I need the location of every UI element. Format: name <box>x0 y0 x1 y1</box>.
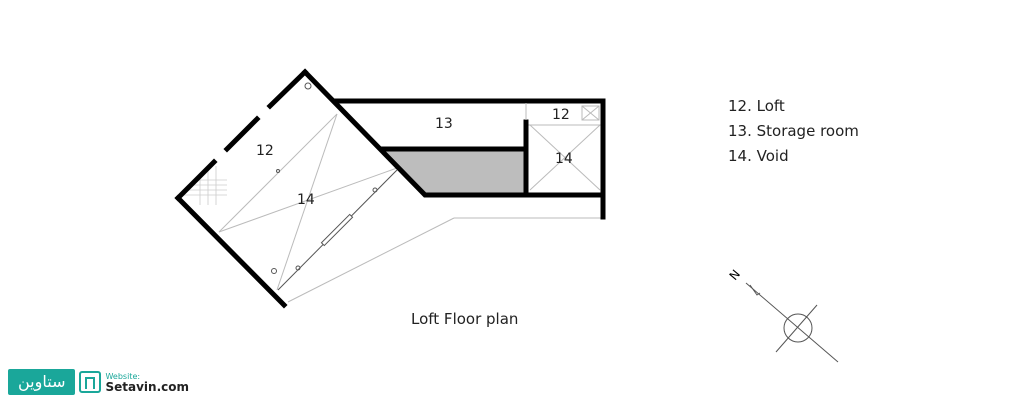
logo-mark-icon <box>79 371 102 393</box>
room-label-loft: 12 <box>256 143 274 159</box>
room-label-storage: 13 <box>435 116 453 132</box>
legend-item: 12. Loft <box>728 97 785 115</box>
plan-caption: Loft Floor plan <box>411 310 519 328</box>
legend-item: 14. Void <box>728 147 789 165</box>
compass-icon <box>745 282 839 363</box>
setavin-logo: ستاوین Website: Setavin.com <box>8 368 189 396</box>
legend-item: 13. Storage room <box>728 122 859 140</box>
void-lines <box>218 105 603 303</box>
room-label-void: 14 <box>297 192 315 208</box>
glass-wall <box>271 82 398 291</box>
stairs <box>184 166 227 205</box>
legend: 12. Loft 13. Storage room 14. Void <box>728 94 859 169</box>
website-label: Website: <box>105 372 141 381</box>
website-url: Setavin.com <box>105 380 189 394</box>
room-label-loft-small: 12 <box>552 107 570 123</box>
shaded-area <box>383 149 526 193</box>
logo-farsi: ستاوین <box>8 369 76 395</box>
walls <box>174 68 606 309</box>
north-label: N <box>727 267 743 283</box>
room-label-void-small: 14 <box>555 151 573 167</box>
